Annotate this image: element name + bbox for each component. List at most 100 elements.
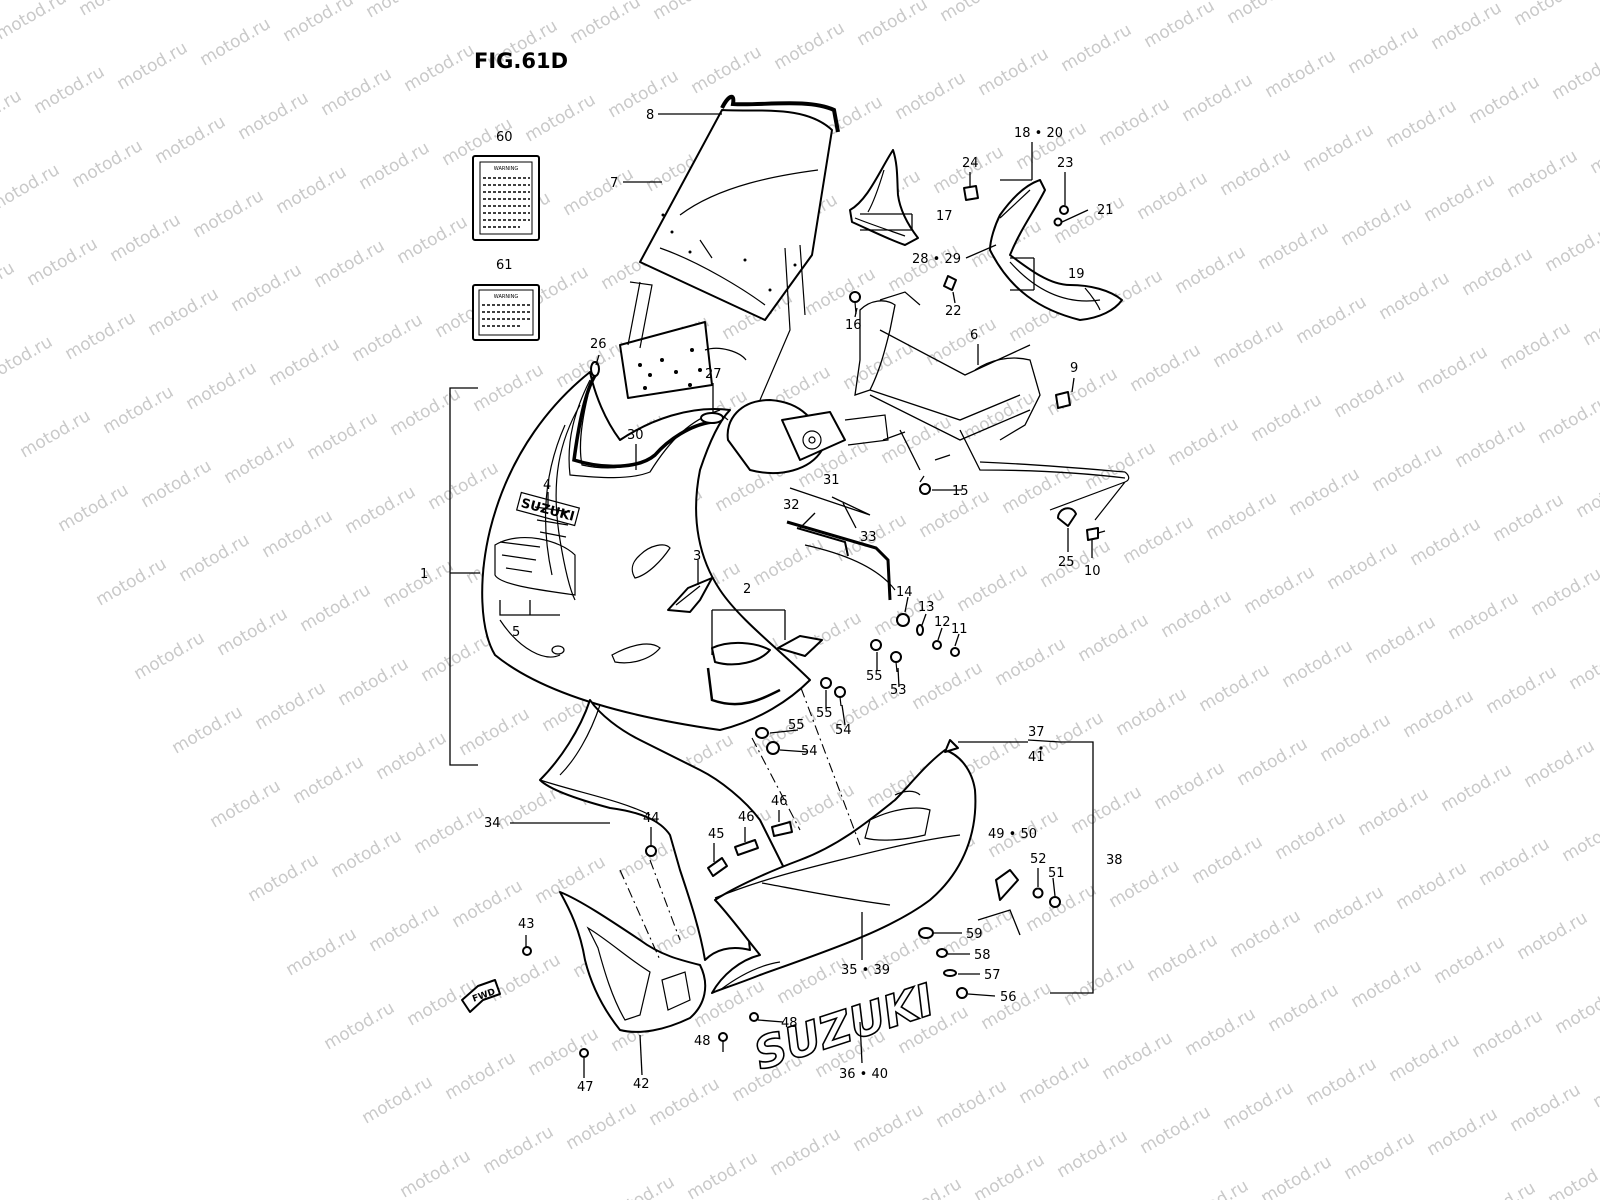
watermark-text: motod.ru (1421, 170, 1499, 226)
watermark-text: motod.ru (1300, 120, 1378, 176)
watermark-text: motod.ru (1175, 1176, 1253, 1200)
watermark-text: motod.ru (1386, 1030, 1464, 1086)
watermark-text: motod.ru (1497, 318, 1575, 374)
watermark-text: motod.ru (245, 850, 323, 906)
watermark-text: motod.ru (138, 456, 216, 512)
watermark-text: motod.ru (76, 0, 154, 20)
grommet-59 (919, 928, 933, 938)
label-58: 58 (974, 948, 991, 963)
label-26: 26 (590, 337, 607, 352)
watermark-text: motod.ru (1469, 1006, 1547, 1062)
label-12: 12 (934, 615, 951, 630)
label-23: 23 (1057, 156, 1074, 171)
screw-54a (835, 687, 845, 706)
label-47: 47 (577, 1080, 594, 1095)
watermark-text: motod.ru (1528, 564, 1600, 620)
label-60: 60 (496, 130, 513, 145)
watermark-text: motod.ru (321, 998, 399, 1054)
watermark-text: motod.ru (401, 40, 479, 96)
watermark-text: motod.ru (1227, 906, 1305, 962)
watermark-text: motod.ru (1158, 586, 1236, 642)
watermark-text: motod.ru (850, 1100, 928, 1156)
watermark-text: motod.ru (1307, 0, 1385, 4)
watermark-text: motod.ru (1407, 514, 1485, 570)
watermark-text: motod.ru (1272, 808, 1350, 864)
washer-12 (933, 641, 941, 649)
screw-54b (767, 742, 779, 754)
watermark-text: motod.ru (449, 876, 527, 932)
watermark-text: motod.ru (107, 210, 185, 266)
watermark-text: motod.ru (1234, 734, 1312, 790)
watermark-text: motod.ru (1476, 834, 1554, 890)
label-24: 24 (962, 156, 979, 171)
watermark-text: motod.ru (1054, 1126, 1132, 1182)
watermark-text: motod.ru (1137, 1102, 1215, 1158)
watermark-text: motod.ru (1113, 684, 1191, 740)
watermark-text: motod.ru (975, 44, 1053, 100)
watermark-text: motod.ru (1265, 980, 1343, 1036)
watermark-text: motod.ru (259, 506, 337, 562)
label-42: 42 (633, 1077, 650, 1092)
watermark-text: motod.ru (228, 260, 306, 316)
watermark-text: motod.ru (335, 654, 413, 710)
watermark-text: motod.ru (1438, 760, 1516, 816)
screw-48a (719, 1033, 727, 1041)
watermark-text: motod.ru (1220, 1078, 1298, 1134)
watermark-text: motod.ru (1037, 536, 1115, 592)
watermark-text: motod.ru (688, 42, 766, 98)
watermark-text: motod.ru (0, 258, 18, 314)
watermark-text: motod.ru (1445, 588, 1523, 644)
bracket-37-41 (945, 740, 958, 752)
watermark-text: motod.ru (1590, 1056, 1600, 1112)
watermark-text: motod.ru (0, 86, 25, 142)
label-49-50: 49 • 50 (988, 827, 1037, 842)
nut-24 (964, 186, 978, 200)
watermark-text: motod.ru (283, 924, 361, 980)
watermark-text: motod.ru (1400, 686, 1478, 742)
watermark-text: motod.ru (1414, 342, 1492, 398)
spacer-14 (897, 614, 909, 626)
watermark-text: motod.ru (1521, 736, 1599, 792)
watermark-text: motod.ru (1096, 94, 1174, 150)
watermark-text: motod.ru (933, 1076, 1011, 1132)
screw-47 (580, 1049, 588, 1057)
watermark-text: motod.ru (567, 0, 645, 48)
label-48b: 48 (781, 1016, 798, 1031)
watermark-text: motod.ru (978, 978, 1056, 1034)
watermark-text: motod.ru (221, 432, 299, 488)
watermark-text: motod.ru (442, 1048, 520, 1104)
label-54a: 54 (835, 723, 852, 738)
watermark-text: motod.ru (854, 0, 932, 50)
watermark-text: motod.ru (69, 136, 147, 192)
watermark-text: motod.ru (55, 480, 133, 536)
watermark-text: motod.ru (31, 62, 109, 118)
watermark-text: motod.ru (1369, 440, 1447, 496)
watermark-text: motod.ru (1172, 242, 1250, 298)
watermark-text: motod.ru (1151, 758, 1229, 814)
watermark-text: motod.ru (1552, 982, 1600, 1038)
label-8: 8 (646, 108, 654, 123)
label-56: 56 (1000, 990, 1017, 1005)
label-48a: 48 (694, 1034, 711, 1049)
watermark-text: motod.ru (1217, 144, 1295, 200)
watermark-text: motod.ru (387, 384, 465, 440)
label-55a: 55 (866, 669, 883, 684)
washer-55b (821, 678, 831, 688)
label-3: 3 (693, 549, 701, 564)
watermark-text: motod.ru (522, 90, 600, 146)
watermark-text: motod.ru (1580, 294, 1600, 350)
label-10: 10 (1084, 564, 1101, 579)
label-55c: 55 (788, 718, 805, 733)
watermark-text: motod.ru (1293, 292, 1371, 348)
watermark-text: motod.ru (411, 802, 489, 858)
watermark-text: motod.ru (1165, 414, 1243, 470)
label-51: 51 (1048, 866, 1065, 881)
label-55b: 55 (816, 706, 833, 721)
watermark-text: motod.ru (145, 284, 223, 340)
watermark-text: motod.ru (1355, 784, 1433, 840)
watermark-text: motod.ru (1058, 20, 1136, 76)
watermark-text: motod.ru (650, 0, 728, 24)
watermark-text: motod.ru (342, 482, 420, 538)
label-2: 2 (743, 582, 751, 597)
